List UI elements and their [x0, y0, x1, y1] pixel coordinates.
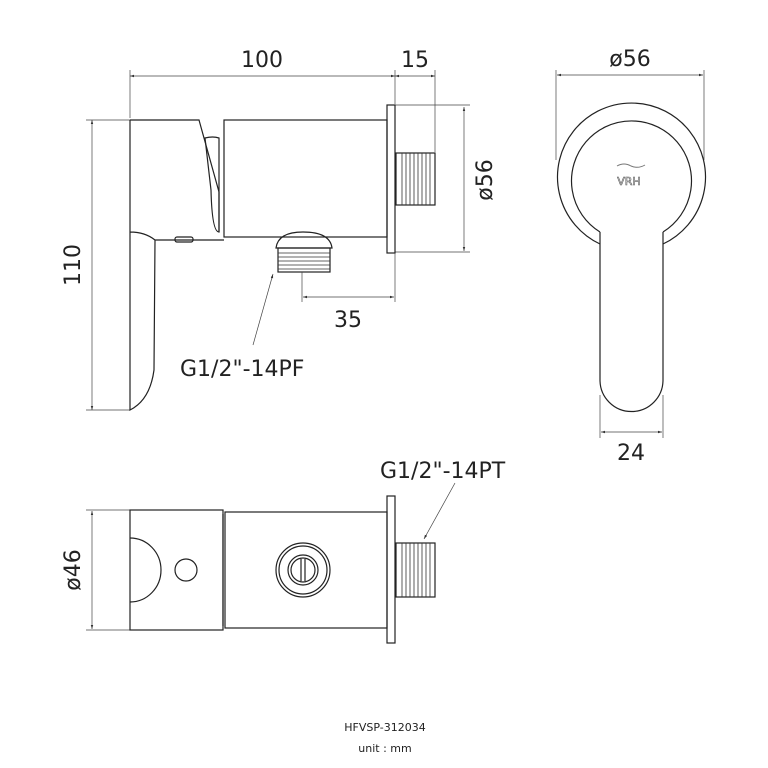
outlet-thread-label: G1/2"-14PF: [180, 357, 304, 382]
outlet-plug: [275, 542, 331, 598]
inlet-thread-label: G1/2"-14PT: [380, 459, 506, 484]
model-number: HFVSP-312034: [344, 721, 425, 734]
dim-length-label: 100: [241, 48, 283, 73]
inlet-leader: [423, 482, 456, 540]
dim-handle-width-label: 24: [617, 441, 645, 466]
dim-height-label: 110: [61, 244, 86, 286]
dim-flange-label: ø56: [473, 159, 498, 200]
side-view: 100 15 110 ø56: [61, 48, 498, 411]
dim-body-diameter-label: ø46: [61, 549, 86, 590]
logo-wave-icon: [616, 163, 646, 168]
inlet-thread: [395, 152, 436, 206]
dim-front-diameter-label: ø56: [609, 47, 650, 72]
brand-logo: VRH: [617, 175, 640, 188]
flange: [386, 104, 396, 254]
valve-body: [223, 119, 388, 238]
outlet-leader: [252, 273, 274, 346]
lever-handle: [599, 232, 664, 413]
unit-label: unit : mm: [358, 742, 411, 755]
front-view: ø56 VRH 24: [555, 47, 707, 466]
dim-outlet-label: 35: [334, 308, 362, 333]
bottom-view: ø46 G1/2"-14PT: [61, 459, 506, 644]
outlet-thread: [275, 231, 333, 273]
escutcheon: [556, 102, 707, 245]
dim-thread-label: 15: [401, 48, 429, 73]
inlet-thread-bottom: [395, 542, 436, 598]
